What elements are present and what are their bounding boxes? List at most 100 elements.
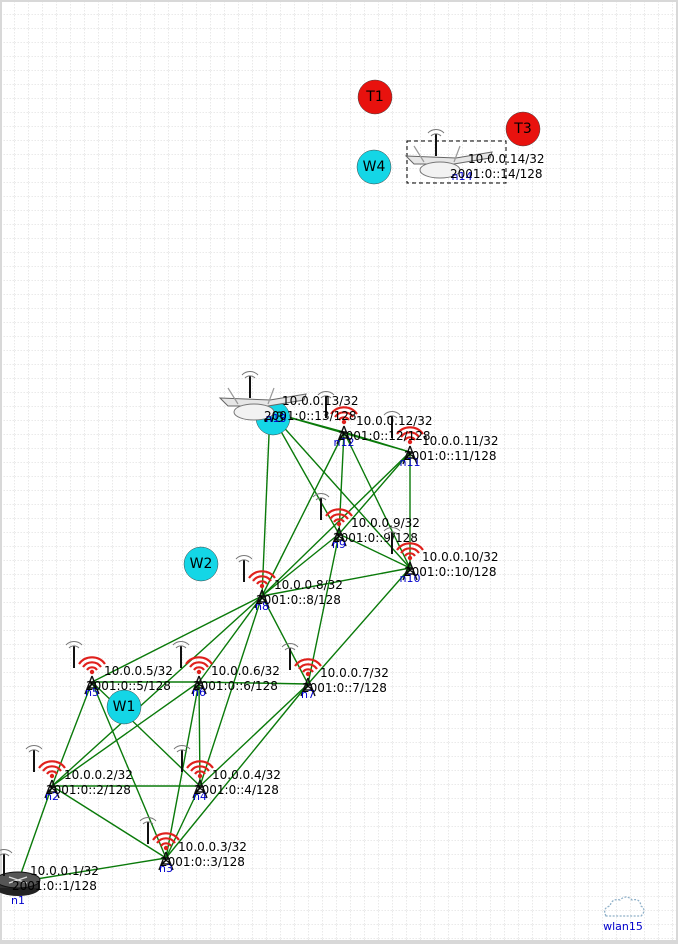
tower-icon xyxy=(84,675,100,695)
node-name: n2 xyxy=(45,790,59,803)
node-ipv4: 10.0.0.12/32 xyxy=(356,414,433,428)
link-n1-n3[interactable] xyxy=(17,857,167,883)
link-n2-n8[interactable] xyxy=(51,595,263,787)
link-n7-n10[interactable] xyxy=(307,567,411,685)
node-name: n11 xyxy=(400,456,421,469)
marker-label: W4 xyxy=(363,159,386,175)
node-ipv6: 2001:0::6/128 xyxy=(193,679,278,693)
wifi-waves-icon xyxy=(330,406,358,421)
antenna-signal-icon xyxy=(235,555,253,563)
node-name: n1 xyxy=(11,894,25,907)
link-n9-n11[interactable] xyxy=(338,451,411,535)
wifi-dot-icon xyxy=(341,419,347,425)
wlan-node[interactable]: wlan15 xyxy=(603,896,645,933)
wifi-waves-icon xyxy=(325,508,353,523)
link-n3-n4[interactable] xyxy=(165,785,201,859)
link-n5-n8[interactable] xyxy=(91,595,263,683)
link-n4-n6[interactable] xyxy=(198,681,201,787)
node-name: n10 xyxy=(400,572,421,585)
marker-T3[interactable]: T3 xyxy=(505,111,541,147)
node-ipv6: 2001:0::14/128 xyxy=(450,167,543,181)
uav-body-icon xyxy=(419,161,461,179)
node-ipv4: 10.0.0.4/32 xyxy=(212,768,281,782)
link-n10-n12[interactable] xyxy=(343,431,411,569)
link-n9-n12[interactable] xyxy=(338,431,345,535)
node-ipv4: 10.0.0.8/32 xyxy=(274,578,343,592)
wifi-dot-icon xyxy=(197,773,203,779)
link-n7-n8[interactable] xyxy=(261,595,309,685)
antenna-signal-icon xyxy=(383,411,401,419)
marker-W2[interactable]: W2 xyxy=(183,546,219,582)
marker-circle xyxy=(106,689,142,725)
marker-circle xyxy=(505,111,541,147)
antenna-signal-icon xyxy=(281,643,299,651)
wifi-dot-icon xyxy=(336,521,342,527)
wifi-dot-icon xyxy=(89,669,95,675)
link-n2-n3[interactable] xyxy=(51,785,167,859)
link-n2-n6[interactable] xyxy=(51,681,200,787)
link-n6-n8[interactable] xyxy=(198,595,263,683)
node-ipv4: 10.0.0.3/32 xyxy=(178,840,247,854)
link-n8-n9[interactable] xyxy=(261,533,340,597)
tower-icon xyxy=(331,527,347,547)
node-ipv4: 10.0.0.6/32 xyxy=(211,664,280,678)
link-n4-n7[interactable] xyxy=(199,683,309,787)
link-n3-n7[interactable] xyxy=(165,683,309,859)
link-n4-n8[interactable] xyxy=(199,595,263,787)
tower-icon xyxy=(300,677,316,697)
links-layer xyxy=(17,411,411,883)
link-n8-n10[interactable] xyxy=(261,567,411,597)
antenna-signal-icon xyxy=(241,371,259,379)
marker-label: W2 xyxy=(190,556,213,572)
antenna-signal-icon xyxy=(173,745,191,753)
marker-W4[interactable]: W4 xyxy=(356,149,392,185)
node-ipv4: 10.0.0.11/32 xyxy=(422,434,499,448)
marker-circle xyxy=(183,546,219,582)
link-n1-n2[interactable] xyxy=(17,785,53,883)
link-n8-n12[interactable] xyxy=(261,431,345,597)
wifi-waves-icon xyxy=(78,656,106,671)
node-ipv4: 10.0.0.5/32 xyxy=(104,664,173,678)
link-n6-n7[interactable] xyxy=(198,681,309,685)
wifi-waves-icon xyxy=(185,656,213,671)
node-ipv4: 10.0.0.10/32 xyxy=(422,550,499,564)
node-ipv6: 2001:0::13/128 xyxy=(264,409,357,423)
wifi-waves-icon xyxy=(186,760,214,775)
router-arrows-icon xyxy=(8,876,28,884)
antenna-signal-icon xyxy=(139,817,157,825)
node-ipv6: 2001:0::10/128 xyxy=(404,565,497,579)
marker-circle xyxy=(357,79,393,115)
uav-body-icon xyxy=(233,403,275,421)
node-ipv4: 10.0.0.7/32 xyxy=(320,666,389,680)
node-name: n4 xyxy=(193,790,207,803)
tower-icon xyxy=(402,561,418,581)
link-n9-n10[interactable] xyxy=(338,533,411,569)
uav-tail-icon xyxy=(227,387,275,405)
link-n10-n13[interactable] xyxy=(269,411,411,569)
marker-T1[interactable]: T1 xyxy=(357,79,393,115)
antenna-signal-icon xyxy=(383,527,401,535)
link-n3-n5[interactable] xyxy=(91,681,167,859)
node-name: n7 xyxy=(301,688,315,701)
marker-W1[interactable]: W1 xyxy=(106,689,142,725)
link-n8-n13[interactable] xyxy=(261,411,271,597)
antenna-signal-icon xyxy=(25,745,43,753)
link-n8-n11[interactable] xyxy=(261,451,411,597)
